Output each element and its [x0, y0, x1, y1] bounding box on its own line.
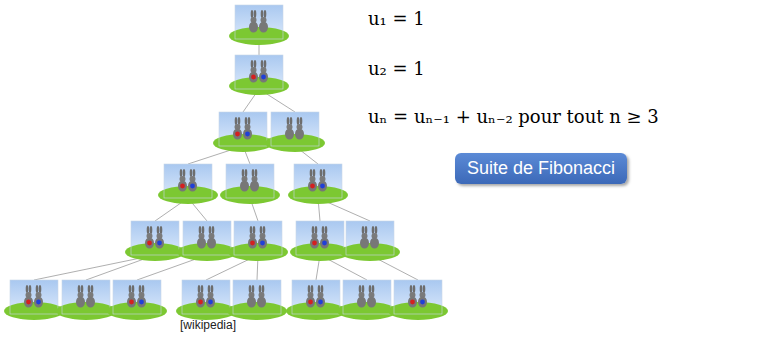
rabbit-tile — [227, 280, 287, 320]
rabbit-tile — [176, 280, 236, 320]
rabbit-tile — [229, 5, 289, 45]
rabbit-tile — [177, 221, 237, 261]
rabbit-tile — [288, 164, 348, 204]
rabbit-tile — [388, 280, 448, 320]
rabbit-tile — [337, 280, 397, 320]
rabbit-tile — [340, 221, 400, 261]
rabbit-tile — [286, 280, 346, 320]
title-box: Suite de Fibonacci — [455, 153, 627, 184]
rabbit-tile — [290, 221, 350, 261]
rabbit-tile — [265, 112, 325, 152]
box-text: Suite de Fibonacci — [467, 158, 615, 179]
formula-text: u₁ = 1 — [368, 8, 425, 29]
rabbit-tile — [158, 164, 218, 204]
rabbit-tile — [125, 221, 185, 261]
rabbit-tile — [229, 55, 289, 95]
rabbit-tile — [213, 112, 273, 152]
formula-text: uₙ = uₙ₋₁ + uₙ₋₂ pour tout n ≥ 3 — [368, 106, 659, 127]
rabbit-tile — [228, 221, 288, 261]
rabbit-tile — [107, 280, 167, 320]
rabbit-tile — [56, 280, 116, 320]
source-credit: [wikipedia] — [180, 318, 236, 332]
formula-text: u₂ = 1 — [368, 58, 425, 79]
rabbit-tile — [4, 280, 64, 320]
rabbit-tile — [220, 164, 280, 204]
